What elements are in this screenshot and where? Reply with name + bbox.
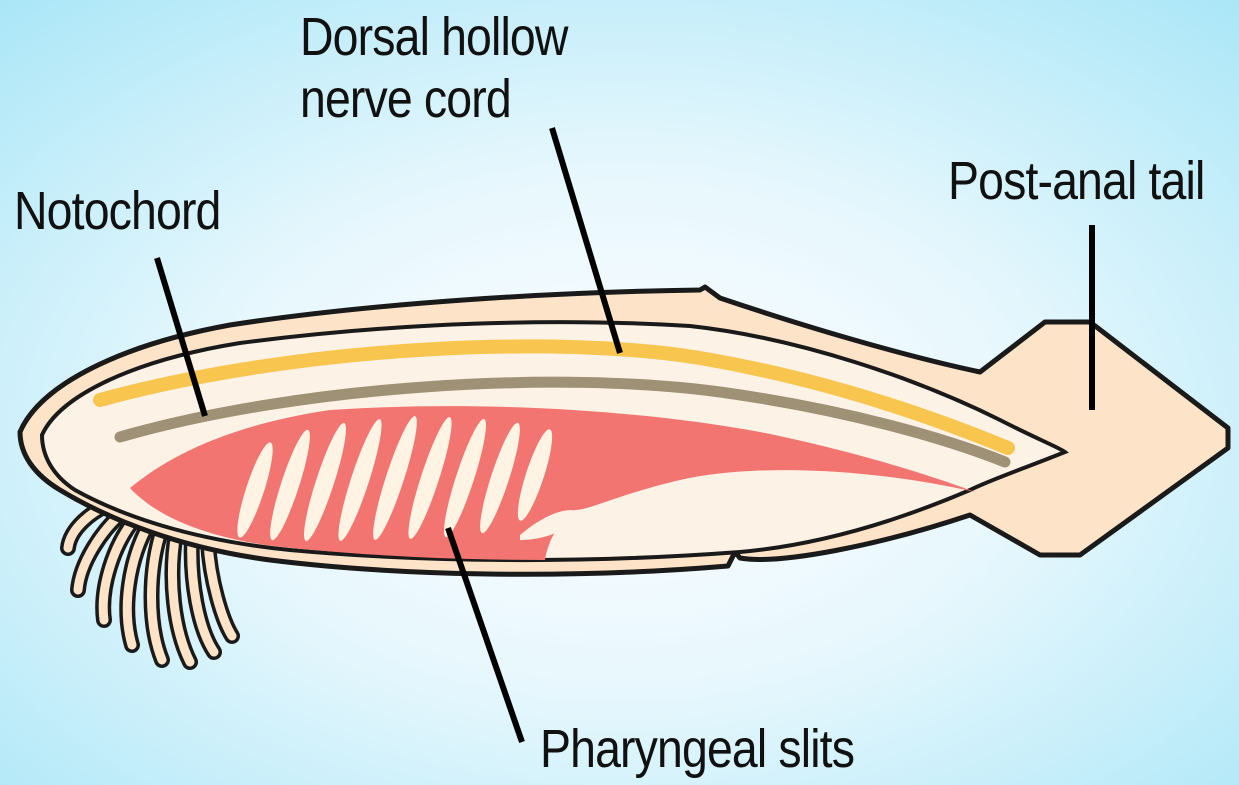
label-dorsal-line-2: nerve cord (300, 68, 568, 130)
label-dorsal-hollow-nerve-cord: Dorsal hollow nerve cord (300, 6, 568, 130)
label-post-anal-tail: Post-anal tail (948, 150, 1204, 212)
label-notochord: Notochord (14, 180, 221, 242)
label-pharyngeal-slits: Pharyngeal slits (540, 718, 854, 780)
label-dorsal-line-1: Dorsal hollow (300, 6, 568, 68)
